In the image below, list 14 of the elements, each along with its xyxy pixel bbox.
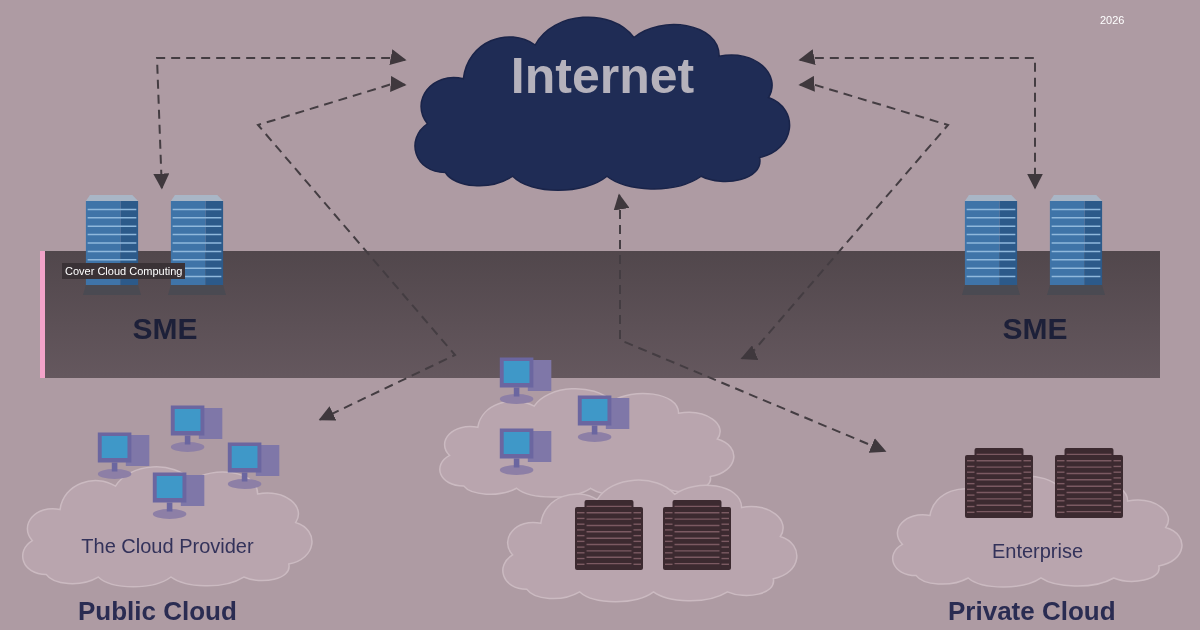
node-label: The Cloud Provider: [80, 535, 255, 558]
dashed-arrow: [798, 49, 1043, 190]
node-label: SME: [131, 312, 199, 347]
dashed-arrow: [740, 75, 950, 361]
node-label: SME: [1001, 312, 1069, 347]
date-label: 2026: [1100, 14, 1125, 26]
dashed-arrow: [256, 75, 457, 421]
node-label: Enterprise: [990, 540, 1085, 563]
section-heading: Private Cloud: [948, 596, 1116, 627]
cloud-title: Internet: [509, 48, 696, 106]
dashed-arrow: [153, 49, 407, 190]
dashed-arrow: [613, 193, 887, 453]
section-heading: Public Cloud: [78, 596, 237, 627]
banner-title: Cover Cloud Computing: [62, 263, 186, 279]
